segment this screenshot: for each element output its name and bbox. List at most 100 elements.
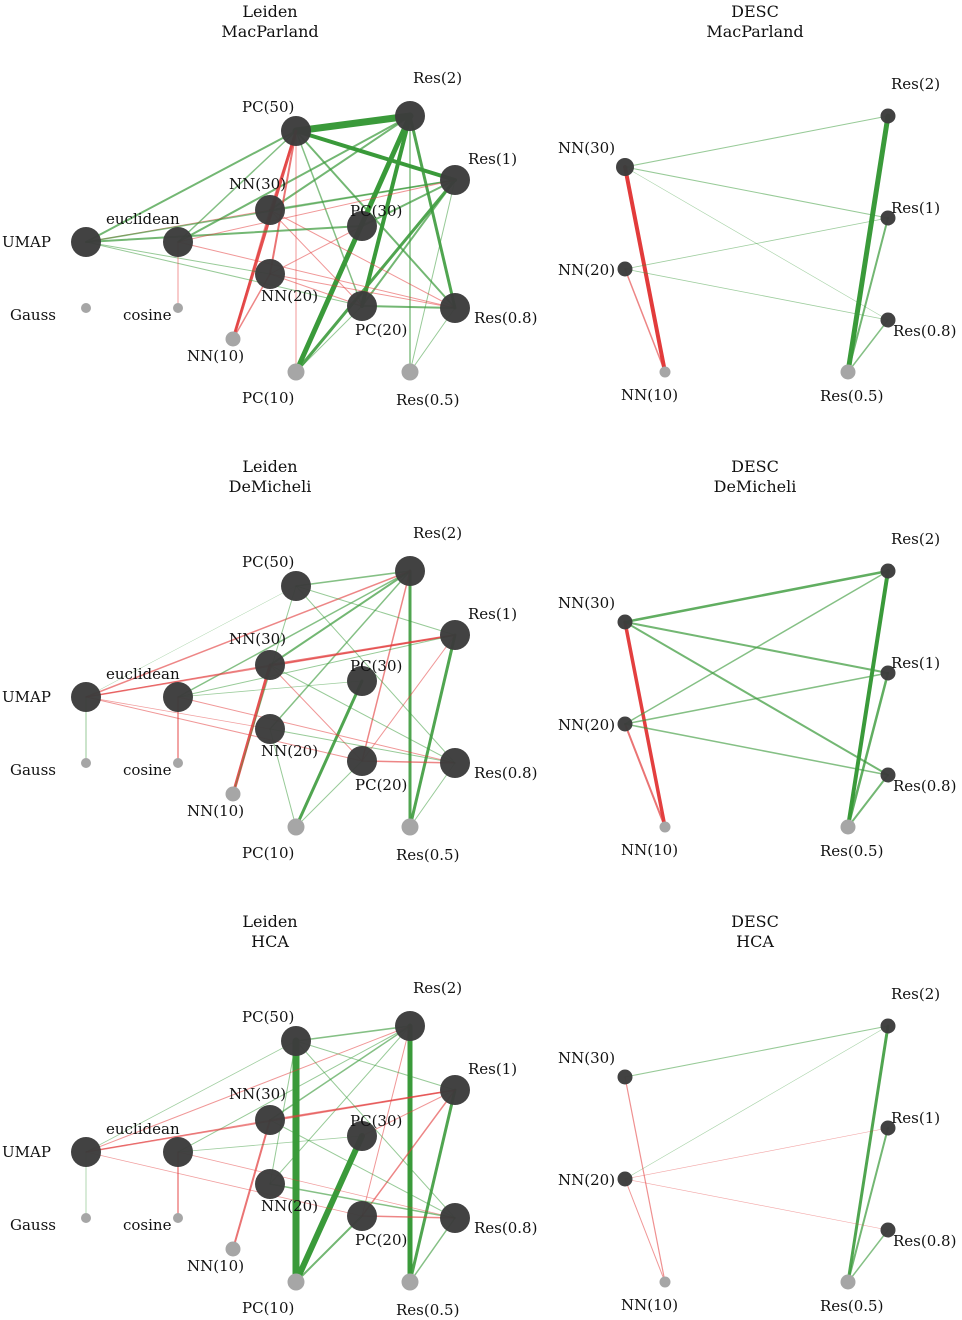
edge-Res1-PC50 [295, 1040, 456, 1091]
node-Res1 [880, 1120, 896, 1136]
panel-title-line-1: Leiden [242, 457, 297, 476]
node-label-Res05: Res(0.5) [820, 387, 883, 405]
edge-Res2-NN30 [269, 1025, 411, 1121]
node-Res05 [840, 1274, 856, 1290]
node-label-NN10: NN(10) [621, 841, 678, 859]
panel-title-line-2: DeMicheli [229, 477, 312, 496]
node-label-NN20: NN(20) [261, 742, 318, 760]
edge-Res1-Res05 [846, 671, 890, 829]
node-Res05 [401, 1273, 419, 1291]
node-PC20 [347, 1201, 377, 1231]
edge-Res2-NN20 [269, 570, 411, 730]
edge-group [623, 113, 891, 375]
edge-NN30-Res08 [624, 166, 889, 321]
node-group: NN(30)NN(20)NN(10)Res(2)Res(1)Res(0.8)Re… [558, 75, 956, 405]
node-PC10 [287, 818, 305, 836]
edge-Res1-PC50 [295, 585, 456, 636]
node-label-NN20: NN(20) [558, 261, 615, 279]
node-label-cosine: cosine [123, 761, 172, 779]
node-label-UMAP: UMAP [2, 688, 51, 706]
node-label-NN30: NN(30) [229, 1085, 286, 1103]
node-label-Res05: Res(0.5) [820, 1297, 883, 1315]
node-NN30 [617, 614, 633, 630]
edge-NN20-Res08 [269, 728, 456, 764]
node-label-cosine: cosine [123, 306, 172, 324]
node-label-euclidean: euclidean [106, 1120, 180, 1138]
panel-title-line-2: MacParland [221, 22, 318, 41]
node-Res08 [440, 748, 470, 778]
edge-NN30-Res08 [269, 209, 456, 309]
edge-UMAP-NN30 [85, 1119, 271, 1153]
node-Res2 [395, 556, 425, 586]
node-label-PC20: PC(20) [355, 776, 407, 794]
node-Res08 [440, 293, 470, 323]
node-PC50 [281, 1026, 311, 1056]
edge-NN30-PC20 [269, 664, 363, 762]
panel-desc-hca: DESCHCANN(30)NN(20)NN(10)Res(2)Res(1)Res… [558, 912, 956, 1315]
edge-Res2-NN30 [269, 570, 411, 666]
edge-euclidean-Res1 [177, 179, 456, 243]
edge-euclidean-Res08 [177, 241, 456, 309]
edge-Res08-Res05 [847, 1229, 889, 1283]
node-label-Res1: Res(1) [468, 605, 517, 623]
node-Res08 [880, 312, 896, 328]
edge-PC50-NN20 [269, 1040, 297, 1185]
node-NN30 [616, 158, 634, 176]
edge-PC50-UMAP [85, 585, 297, 698]
node-Gauss [81, 303, 91, 313]
node-label-NN10: NN(10) [187, 1257, 244, 1275]
edge-PC50-NN20 [269, 130, 297, 275]
edge-euclidean-PC30 [177, 1135, 363, 1153]
node-label-PC30: PC(30) [350, 657, 402, 675]
edge-Res08-Res05 [847, 319, 889, 373]
node-label-PC10: PC(10) [242, 389, 294, 407]
node-PC10 [287, 363, 305, 381]
edge-NN20-Res1 [624, 672, 889, 725]
edge-Res2-NN30 [269, 115, 411, 211]
node-group: NN(30)NN(20)NN(10)Res(2)Res(1)Res(0.8)Re… [558, 985, 956, 1315]
panel-desc-macparland: DESCMacParlandNN(30)NN(20)NN(10)Res(2)Re… [558, 2, 956, 405]
edge-UMAP-PC20 [85, 696, 363, 762]
node-NN20 [255, 1169, 285, 1199]
edge-NN30-Res2 [623, 569, 890, 624]
node-label-Res05: Res(0.5) [396, 391, 459, 409]
node-label-Res05: Res(0.5) [396, 1301, 459, 1319]
panel-title-line-1: Leiden [242, 2, 297, 21]
edge-Res2-PC50 [295, 1025, 411, 1042]
edge-PC20-Res08 [361, 305, 456, 309]
node-label-NN10: NN(10) [187, 802, 244, 820]
node-label-NN30: NN(30) [558, 1049, 615, 1067]
edge-Res2-Res05 [846, 1024, 890, 1284]
node-label-NN20: NN(20) [261, 287, 318, 305]
node-label-Res08: Res(0.8) [893, 322, 956, 340]
edge-Res2-Res05 [846, 569, 890, 829]
node-Res08 [880, 767, 896, 783]
edge-Res2-UMAP [85, 1025, 411, 1153]
edge-Res1-Res05 [847, 217, 889, 373]
edge-Res1-PC20 [361, 179, 456, 307]
node-NN30 [617, 1069, 633, 1085]
node-Res1 [440, 620, 470, 650]
edge-euclidean-Res08 [177, 696, 456, 764]
node-PC30 [347, 666, 377, 696]
node-Res2 [880, 1018, 896, 1034]
node-Res08 [880, 1222, 896, 1238]
node-PC20 [347, 291, 377, 321]
edge-NN20-Res08 [624, 1178, 889, 1231]
node-label-Res1: Res(1) [891, 654, 940, 672]
node-PC30 [347, 1121, 377, 1151]
node-euclidean [163, 227, 193, 257]
node-PC50 [281, 571, 311, 601]
node-Res1 [440, 165, 470, 195]
node-NN10 [659, 1276, 671, 1288]
node-label-PC50: PC(50) [242, 553, 294, 571]
node-UMAP [71, 1137, 101, 1167]
node-label-PC20: PC(20) [355, 321, 407, 339]
edge-Res1-NN30 [269, 1089, 456, 1121]
edge-NN30-NN10 [624, 1076, 666, 1283]
node-label-Res2: Res(2) [891, 985, 940, 1003]
node-PC10 [287, 1273, 305, 1291]
